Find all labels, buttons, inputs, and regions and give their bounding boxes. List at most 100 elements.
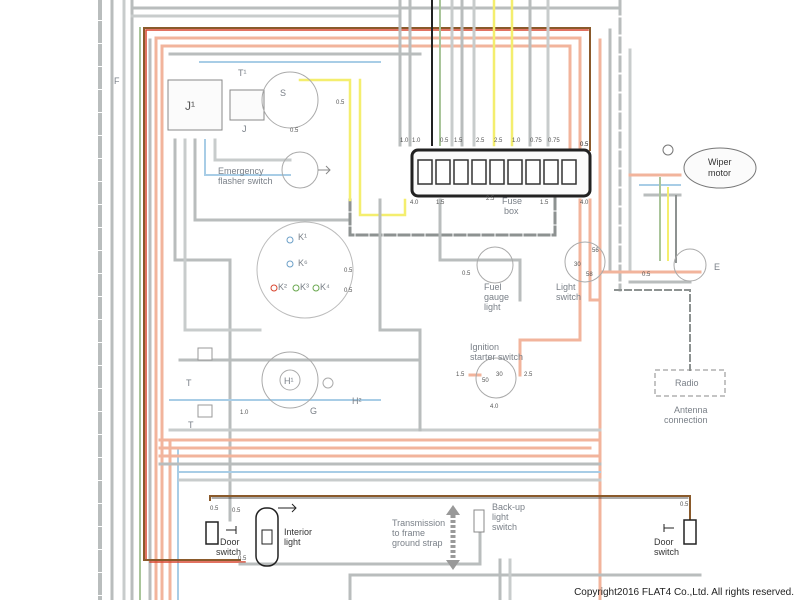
- wire-gauge: 1.5: [456, 372, 465, 378]
- lamp-icon: [270, 284, 278, 292]
- transmission-label-2: to frame: [392, 528, 425, 538]
- ground-icon: [663, 524, 674, 532]
- fuse-top-value: 0.75: [530, 138, 542, 144]
- gauge-h1: H¹ G H²: [261, 351, 362, 416]
- wire: [173, 138, 232, 522]
- wire: [193, 138, 352, 222]
- fuse-slot: [507, 159, 523, 185]
- fuse-bottom-value: 1.5: [540, 200, 549, 206]
- wire-gauge: 0.5: [642, 272, 651, 278]
- fuse-box-label-2: box: [504, 206, 519, 216]
- switch-circle: [281, 151, 319, 189]
- fuse-bottom-value: 1.5: [436, 200, 445, 206]
- lamp-k1-label: K¹: [298, 232, 307, 242]
- fuse-top-value: 1.0: [512, 138, 521, 144]
- interior-light-label-2: light: [284, 537, 301, 547]
- fuse-bottom-value: 4.0: [580, 200, 589, 206]
- g-label: G: [310, 406, 317, 416]
- light-housing: [255, 507, 279, 567]
- fuse-top-value: 1.0: [412, 138, 421, 144]
- wire: [358, 78, 407, 217]
- switch-circle: [673, 248, 707, 282]
- lamp-icon: [261, 529, 273, 545]
- wiper-switch-e: E: [673, 248, 720, 282]
- lamp-k6-label: K⁶: [298, 258, 308, 268]
- copyright-notice: Copyright2016 FLAT4 Co.,Ltd. All rights …: [574, 587, 794, 598]
- relay-j1-label: J¹: [185, 99, 195, 113]
- door-switch-left: Door switch: [205, 521, 241, 557]
- door-switch-right-label-2: switch: [654, 547, 679, 557]
- wire-gauge: 2.5: [524, 372, 533, 378]
- fuse-slot: [489, 159, 505, 185]
- lamp-icon: [292, 284, 300, 292]
- light-switch-terminal: 56: [592, 248, 599, 254]
- gauge-circle: [261, 351, 319, 409]
- wire-gauge: 1.0: [240, 410, 249, 416]
- backup-label-1: Back-up: [492, 502, 525, 512]
- door-switch-right: Door switch: [654, 519, 697, 557]
- wire-gauge: 0.5: [680, 502, 689, 508]
- wire: [518, 198, 582, 377]
- fuse-slot: [543, 159, 559, 185]
- fuse-top-value: 1.5: [454, 138, 463, 144]
- wire-gauge: 0.5: [462, 271, 471, 277]
- fuse-box-label-1: Fuse: [502, 196, 522, 206]
- light-switch-terminal: 58: [586, 272, 593, 278]
- wire-gauge: 0.5: [344, 288, 353, 294]
- switch-body: [473, 509, 485, 533]
- wire-gauge: 0.5: [232, 508, 241, 514]
- t-label: T: [186, 378, 192, 388]
- lamp-k2-label: K²: [278, 282, 287, 292]
- fuse-top-value: 0.75: [548, 138, 560, 144]
- fuse-slots: [417, 159, 577, 185]
- wire: [143, 27, 591, 561]
- wire-gauge-labels: 0.5 0.5 0.5 1.5 2.5 4.0 0.5 0.5 0.5 0.5 …: [210, 100, 689, 562]
- ignition-terminal: 30: [496, 372, 503, 378]
- fuel-gauge-light: Fuel gauge light: [476, 246, 514, 312]
- wire: [213, 138, 292, 162]
- radio-label: Radio: [675, 378, 699, 388]
- switch-circle: [475, 357, 517, 399]
- wire: [238, 523, 482, 566]
- wire-bundle: [98, 0, 702, 600]
- emergency-flasher-label-2: flasher switch: [218, 176, 273, 186]
- h1-label: H¹: [284, 376, 294, 386]
- backup-label-3: switch: [492, 522, 517, 532]
- wire: [204, 139, 291, 176]
- fuse-slot: [561, 159, 577, 185]
- horn-icon: [322, 377, 334, 389]
- interior-light-label-1: Interior: [284, 527, 312, 537]
- wire: [183, 138, 262, 332]
- ground-icon: [226, 526, 237, 534]
- s-label: S: [280, 88, 286, 98]
- fuel-gauge-label-3: light: [484, 302, 501, 312]
- door-switch-right-label-1: Door: [654, 537, 674, 547]
- fuse-slot: [453, 159, 469, 185]
- lamp-circle: [476, 246, 514, 284]
- wire: [614, 289, 691, 371]
- light-switch: 56 58 30 Light switch: [556, 241, 606, 302]
- motor-shape: [683, 147, 757, 189]
- wire: [378, 198, 422, 432]
- ignition-starter-switch: 30 50 Ignition starter switch: [470, 342, 523, 399]
- fuel-gauge-label-2: gauge: [484, 292, 509, 302]
- antenna-label-1: Antenna: [674, 405, 708, 415]
- wire: [298, 78, 352, 202]
- relay-j1: J¹: [167, 79, 223, 131]
- switch-body: [205, 521, 219, 545]
- lamp-icon: [286, 260, 294, 268]
- switch-s: S: [261, 71, 319, 129]
- lamp-icon: [286, 236, 294, 244]
- connector: [197, 347, 213, 361]
- switch-circle: [261, 71, 319, 129]
- ignition-terminal: 50: [482, 378, 489, 384]
- fuse-bottom-value: 2.5: [486, 196, 495, 202]
- fuse-top-value: 2.5: [494, 138, 503, 144]
- radio-box: [654, 369, 726, 397]
- relay-j-label: J: [242, 124, 247, 134]
- fuse-top-value: 1.0: [400, 138, 409, 144]
- wiper-motor-label-2: motor: [708, 168, 731, 178]
- fuse-bottom-value: 4.0: [410, 200, 419, 206]
